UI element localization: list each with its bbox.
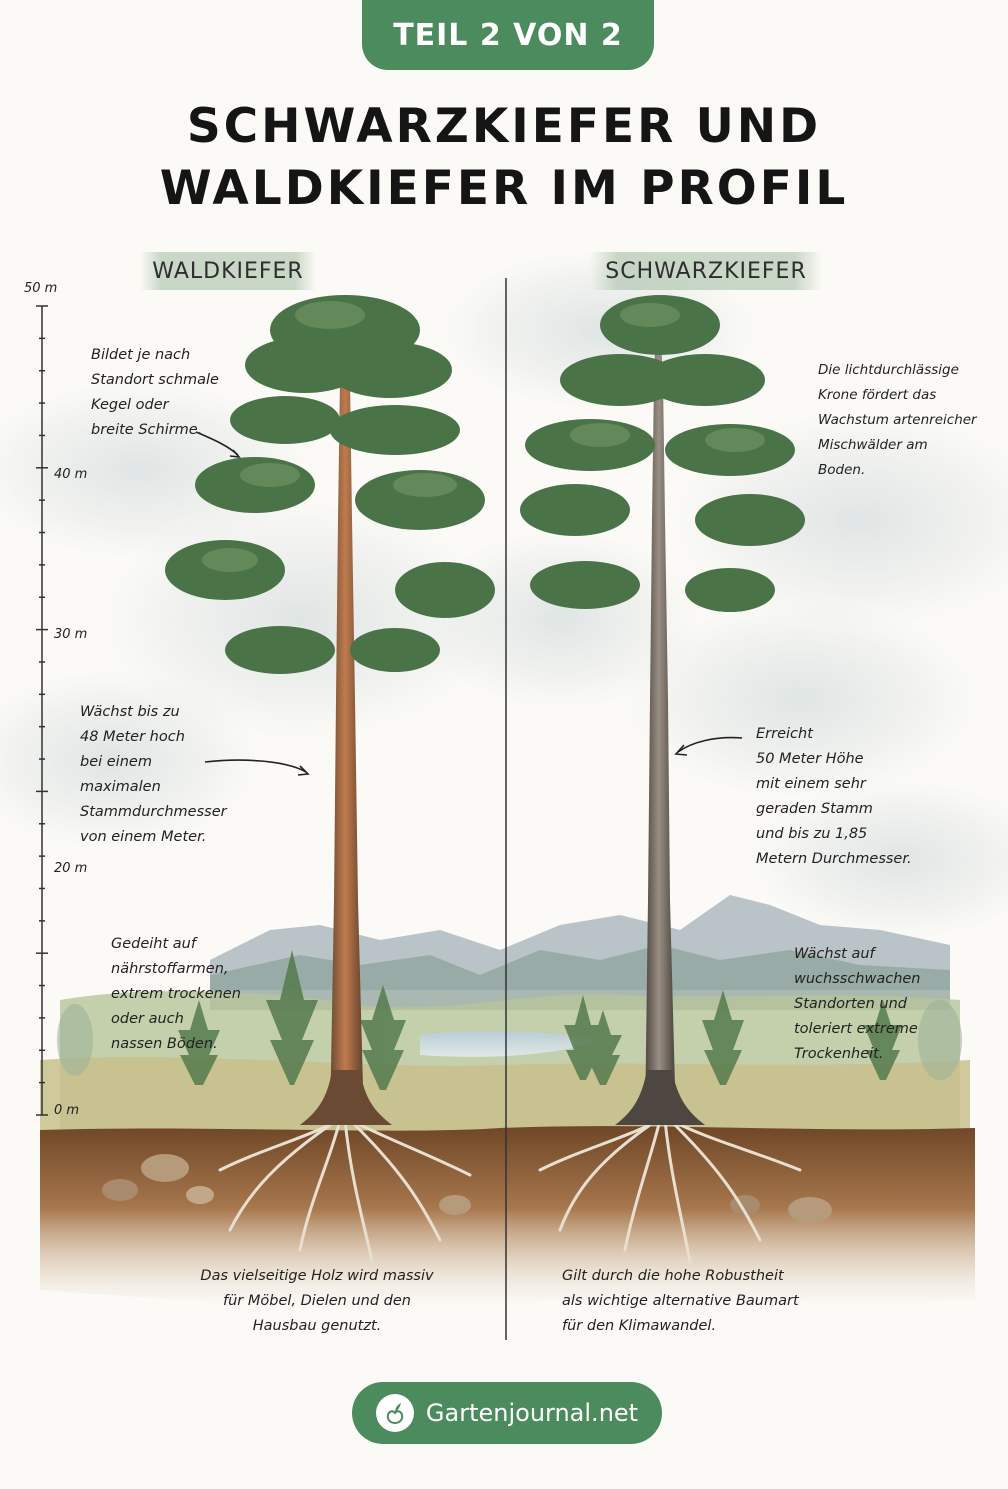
note-waldkiefer-height: Wächst bis zu 48 Meter hoch bei einem ma… [80,704,227,845]
roots [218,1118,802,1264]
page-title-line-1: SCHWARZKIEFER UND [186,99,822,154]
waldkiefer-tree [165,295,495,1125]
schwarzkiefer-tree [520,295,805,1125]
leaf-logo-icon [375,1394,414,1432]
scale-label-0: 0 m [54,1103,80,1118]
height-scale [36,305,48,1116]
brand-link[interactable]: Gartenjournal.net [352,1382,662,1444]
scale-label-20: 20 m [54,861,88,876]
scale-label-40: 40 m [54,467,88,482]
scale-label-30: 30 m [54,627,88,642]
note-waldkiefer-crown: Bildet je nach Standort schmale Kegel od… [91,347,219,438]
note-schwarzkiefer-height: Erreicht 50 Meter Höhe mit einem sehr ge… [756,726,912,867]
column-label-waldkiefer: WALDKIEFER [140,252,316,290]
background-trees [57,950,962,1090]
note-schwarzkiefer-soil: Wächst auf wuchsschwachen Standorten und… [794,946,921,1062]
annotation-arrows [195,431,743,776]
note-waldkiefer-wood: Das vielseitige Holz wird massiv für Möb… [200,1268,434,1334]
note-schwarzkiefer-climate: Gilt durch die hohe Robustheit als wicht… [562,1268,799,1334]
page-title: SCHWARZKIEFER UND WALDKIEFER IM PROFIL [0,96,1008,220]
part-badge: TEIL 2 VON 2 [362,0,654,70]
scale-label-50: 50 m [24,281,58,296]
note-schwarzkiefer-crown: Die lichtdurchlässige Krone fördert das … [818,362,977,478]
note-waldkiefer-soil: Gedeiht auf nährstoffarmen, extrem trock… [111,936,241,1052]
brand-name: Gartenjournal.net [425,1399,639,1427]
column-label-schwarzkiefer: SCHWARZKIEFER [590,252,822,290]
page-title-line-2: WALDKIEFER IM PROFIL [159,161,849,216]
